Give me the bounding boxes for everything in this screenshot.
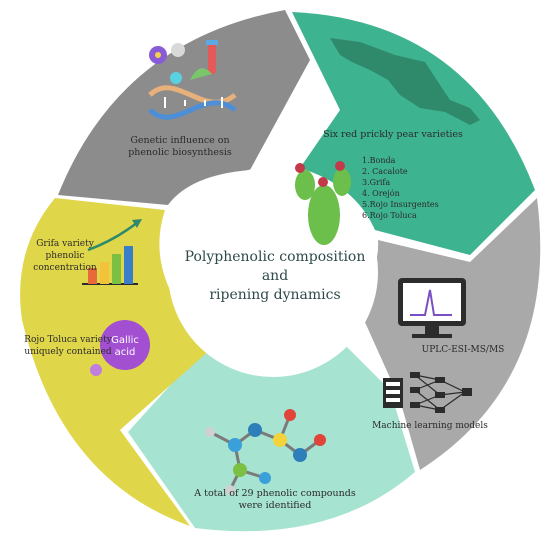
varieties-list: 1.Bonda 2. Cacalote 3.Grifa 4. Orejón 5.… (362, 155, 439, 221)
badge-text-1: Gallic (111, 335, 139, 346)
neural-network-icon (383, 372, 472, 413)
mexico-map-icon (330, 38, 480, 125)
molecule-icon (205, 409, 326, 495)
variety-item: 4. Orejón (362, 189, 400, 198)
segment-genetic (58, 10, 310, 205)
variety-item: 2. Cacalote (362, 167, 408, 176)
dna-plant-icon (148, 40, 237, 120)
center-title: Polyphenolic composition and ripening dy… (184, 249, 366, 303)
gallic-acid-badge (100, 320, 150, 370)
variety-item: 1.Bonda (362, 156, 396, 165)
monitor-chromatogram-icon (398, 278, 466, 338)
method-label: UPLC-ESI-MS/MS (421, 345, 505, 355)
grifa-label: Grifa variety phenolic concentration (33, 239, 97, 273)
variety-item: 6.Rojo Toluca (362, 211, 417, 220)
badge-bubble (90, 364, 102, 376)
varieties-label: Six red prickly pear varieties (323, 129, 463, 140)
genetic-label: Genetic influence on phenolic biosynthes… (128, 135, 232, 158)
segment-varieties (292, 12, 535, 255)
variety-item: 5.Rojo Insurgentes (362, 200, 439, 209)
ml-label: Machine learning models (372, 421, 488, 431)
badge-text-2: acid (115, 347, 136, 358)
compounds-label: A total of 29 phenolic compounds were id… (194, 488, 356, 511)
cactus-icon (295, 161, 351, 245)
variety-item: 3.Grifa (362, 178, 391, 187)
segment-compounds (128, 330, 415, 532)
rojo-label: Rojo Toluca variety uniquely contained (24, 335, 112, 357)
growth-chart-icon (82, 219, 142, 285)
